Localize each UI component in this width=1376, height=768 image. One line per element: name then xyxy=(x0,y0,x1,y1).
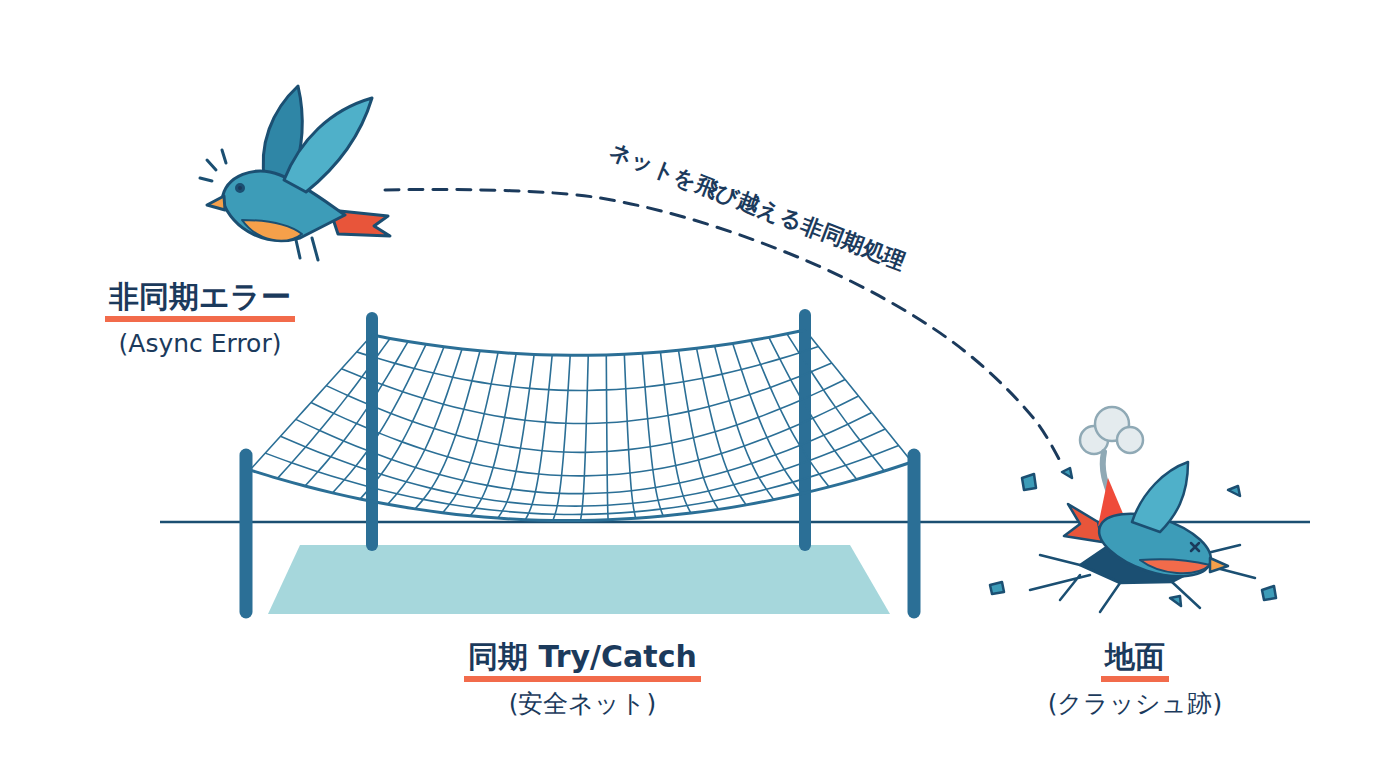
flying-bird xyxy=(200,86,390,260)
net-mesh xyxy=(360,347,444,499)
net-mesh xyxy=(525,355,552,520)
net-mesh xyxy=(415,351,480,509)
net-mesh xyxy=(250,462,912,521)
net-mesh xyxy=(342,363,832,423)
net-mesh xyxy=(470,354,516,516)
net-post xyxy=(908,455,921,612)
label-block: 非同期エラー (Async Error) xyxy=(85,278,315,360)
net-mesh xyxy=(679,350,719,509)
net-mesh xyxy=(311,396,859,476)
error-bird: 非同期エラー (Async Error) xyxy=(85,80,385,365)
net-mesh xyxy=(553,355,570,520)
net-mesh xyxy=(357,347,819,391)
net-mesh xyxy=(372,330,805,355)
net-mesh xyxy=(733,343,802,493)
dashed-trajectory xyxy=(385,189,1062,465)
crash-site xyxy=(990,407,1276,612)
sub-label: (安全ネット) xyxy=(230,688,935,720)
net-mesh xyxy=(296,413,872,494)
net-mesh xyxy=(581,355,589,520)
net-post xyxy=(240,455,253,612)
net-mesh xyxy=(751,341,829,487)
net-mesh xyxy=(624,354,635,518)
net-mesh xyxy=(388,349,462,504)
label-block: 地面 (クラッシュ跡) xyxy=(1000,638,1270,720)
net-shadow xyxy=(268,545,890,614)
sub-label: (Async Error) xyxy=(85,328,315,360)
heading-label: 非同期エラー xyxy=(105,278,295,322)
net-mesh xyxy=(498,354,534,518)
net-mesh xyxy=(326,380,845,453)
crash-ground: 地面 (クラッシュ跡) xyxy=(1000,465,1300,735)
label-block: 同期 Try/Catch (安全ネット) xyxy=(230,638,935,720)
net-mesh xyxy=(265,446,898,515)
net-mesh xyxy=(660,352,690,513)
heading-label: 同期 Try/Catch xyxy=(464,638,701,682)
sub-label: (クラッシュ跡) xyxy=(1000,688,1270,720)
safety-net xyxy=(246,315,914,612)
net-mesh xyxy=(606,355,608,520)
net-mesh xyxy=(642,353,663,516)
heading-label: 地面 xyxy=(1101,638,1169,682)
edge-label: ネットを飛び越える非同期処理 xyxy=(602,136,912,277)
safety-net-area: 同期 Try/Catch(安全ネット) xyxy=(230,300,930,730)
